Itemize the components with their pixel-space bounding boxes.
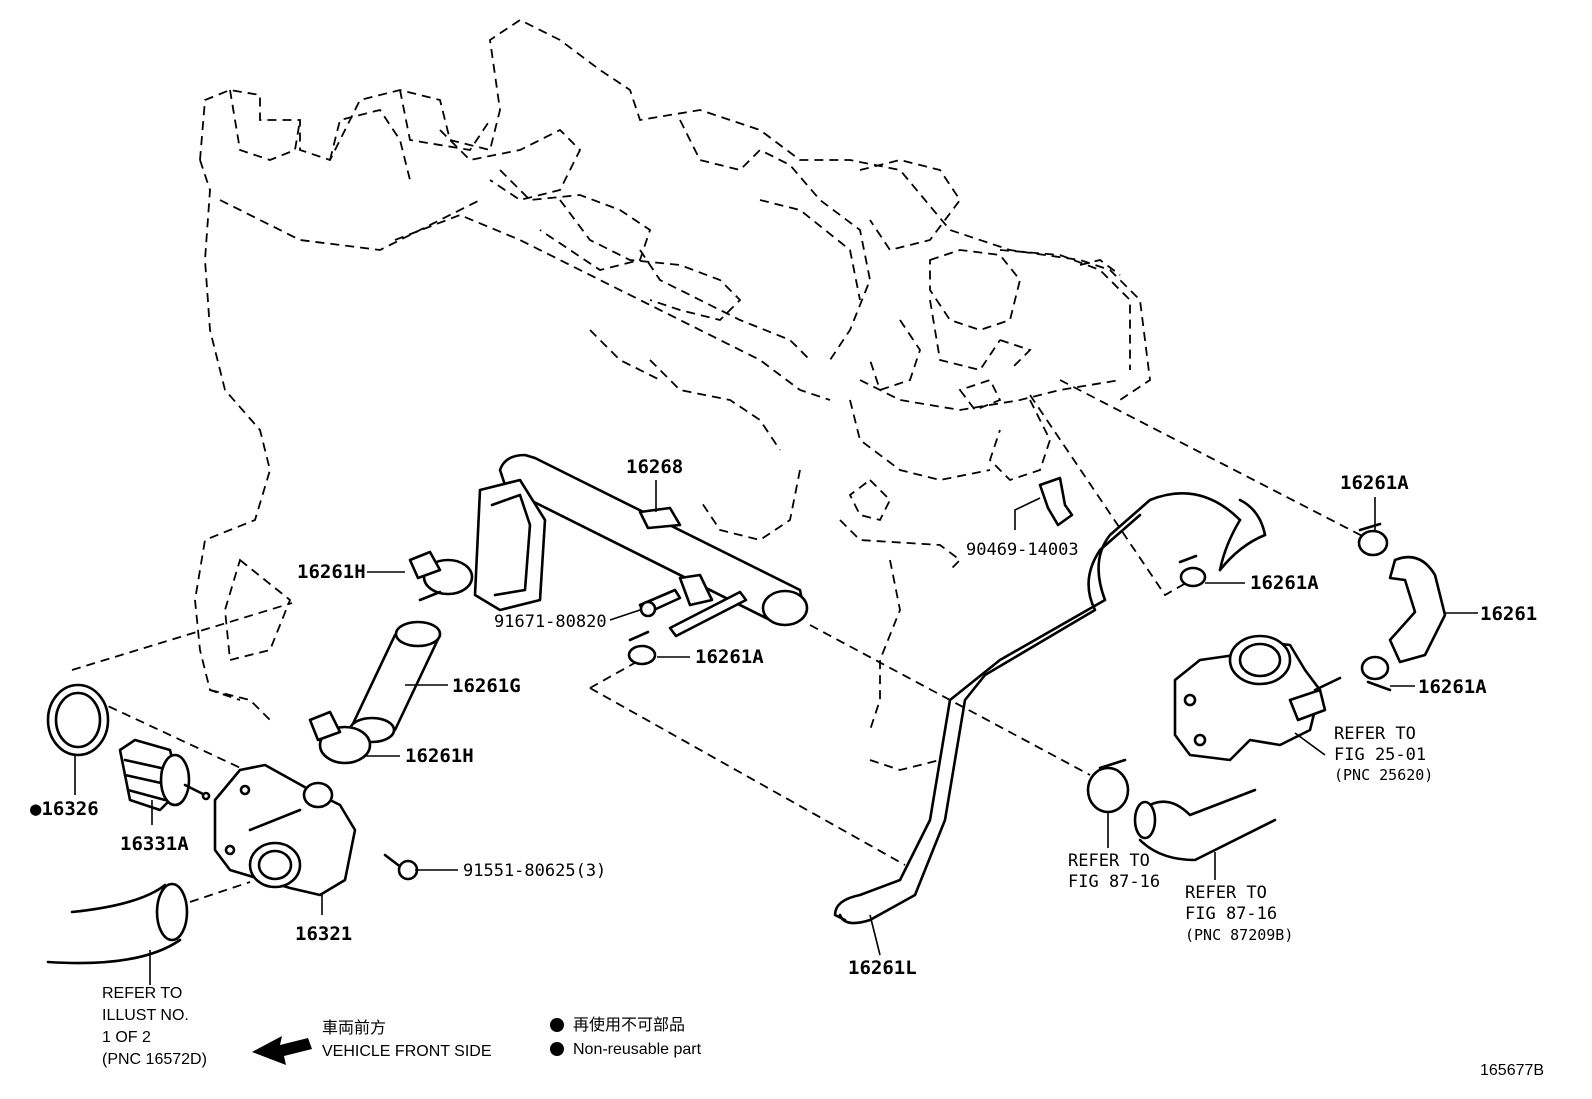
- filled-dot-icon: [550, 1018, 564, 1032]
- bolt: [383, 853, 419, 881]
- clamp-heater: [1086, 758, 1130, 814]
- clamp-pipe: [627, 630, 657, 666]
- reference-notes: REFER TO FIG 25-01 (PNC 25620) REFER TO …: [102, 724, 1433, 1068]
- label-90469-14003: 90469-14003: [966, 540, 1079, 560]
- front-side-jp: 車両前方: [322, 1019, 386, 1037]
- ref-illust-line2: ILLUST NO.: [102, 1007, 189, 1024]
- ref-fig25-line2: FIG 25-01: [1334, 745, 1426, 765]
- clamp-right: [1360, 655, 1392, 692]
- heater-hose: [1133, 788, 1277, 862]
- front-side-en: VEHICLE FRONT SIDE: [322, 1043, 492, 1060]
- label-16326: ●16326: [30, 798, 99, 820]
- label-16261: 16261: [1480, 603, 1537, 625]
- label-16261a-top: 16261A: [1340, 472, 1409, 494]
- label-91671-80820: 91671-80820: [494, 612, 607, 632]
- clamp-top-right: [1357, 522, 1389, 557]
- label-16261h-bot: 16261H: [405, 745, 474, 767]
- gasket: [46, 683, 110, 757]
- parts: [46, 453, 1447, 965]
- label-16261h-top: 16261H: [297, 561, 366, 583]
- part-labels: 16268 16261A 90469-14003 16261A 16261 16…: [30, 456, 1537, 979]
- clamp-h-bot: [308, 710, 372, 765]
- leader-lines: [74, 480, 1478, 985]
- clamp-h-top: [408, 550, 474, 602]
- filled-dot-icon: [550, 1042, 564, 1056]
- nonreusable-jp: 再使用不可部品: [573, 1016, 685, 1034]
- nonreusable-en: Non-reusable part: [573, 1041, 702, 1058]
- ref-fig87a-line2: FIG 87-16: [1068, 872, 1160, 892]
- label-16321: 16321: [295, 923, 352, 945]
- label-16261a-right: 16261A: [1418, 676, 1487, 698]
- ref-fig87a-line1: REFER TO: [1068, 851, 1150, 871]
- arrow-left-icon: [252, 1036, 312, 1065]
- label-16261a-pipe: 16261A: [695, 646, 764, 668]
- hose-g: [348, 620, 442, 744]
- ref-fig87b-line3: (PNC 87209B): [1185, 926, 1293, 944]
- label-16261l: 16261L: [848, 957, 917, 979]
- hose-16261: [1388, 555, 1447, 664]
- engine-outline: [194, 18, 1151, 771]
- label-91551-80625: 91551-80625(3): [463, 861, 606, 881]
- figure-id: 165677B: [1480, 1062, 1544, 1079]
- label-16331a: 16331A: [120, 833, 189, 855]
- bypass-pipe: [473, 453, 809, 627]
- hose-clip: [1038, 476, 1074, 527]
- water-inlet: [213, 763, 357, 897]
- ref-fig87b-line2: FIG 87-16: [1185, 904, 1277, 924]
- label-16268: 16268: [626, 456, 683, 478]
- ref-fig87b-line1: REFER TO: [1185, 883, 1267, 903]
- ref-fig25-line1: REFER TO: [1334, 724, 1416, 744]
- clamp-mid: [1178, 554, 1207, 588]
- radiator-hose-lower: [46, 882, 189, 965]
- label-16261g: 16261G: [452, 675, 521, 697]
- label-16261a-mid: 16261A: [1250, 572, 1319, 594]
- ref-illust-line3: 1 OF 2: [102, 1029, 151, 1046]
- legend: 車両前方 VEHICLE FRONT SIDE 再使用不可部品 Non-reus…: [252, 1016, 702, 1065]
- throttle-body: [1173, 634, 1342, 762]
- stud-bolt: [638, 588, 748, 638]
- ref-fig25-line3: (PNC 25620): [1334, 766, 1433, 784]
- hose-l: [833, 492, 1267, 925]
- thermostat: [118, 738, 211, 812]
- ref-illust-line1: REFER TO: [102, 985, 182, 1002]
- ref-illust-line4: (PNC 16572D): [102, 1051, 207, 1068]
